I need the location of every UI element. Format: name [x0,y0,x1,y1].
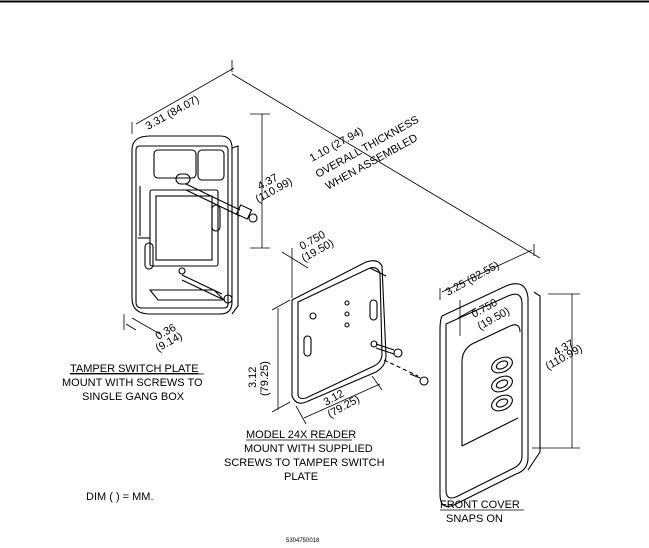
figure-number: 5304750018 [286,538,320,544]
plate-depth-dimension [123,314,161,335]
plate-width-label: 3.31 (84.07) [144,93,202,132]
reader-height-dimension [271,299,291,413]
reader-line2: MOUNT WITH SUPPLIED [244,443,373,455]
tamper-plate-line2: MOUNT WITH SCREWS TO [62,377,203,389]
reader-line3: SCREWS TO TAMPER SWITCH [224,457,385,469]
cover-width-dimension [439,244,535,300]
reader-title: MODEL 24X READER [246,429,356,441]
tamper-plate-line3: SINGLE GANG BOX [82,391,185,403]
plate-width-dimension [131,60,235,134]
reader-height-mm-label: (79.25) [259,361,271,396]
reader-width-dimension [295,375,383,425]
plate-height-dimension [250,113,270,249]
front-cover [439,283,541,507]
tamper-plate-title: TAMPER SWITCH PLATE [70,363,199,375]
front-cover-line2: SNAPS ON [446,513,503,525]
units-note: DIM ( ) = MM. [86,491,154,503]
reader-depth-dimension [281,248,309,298]
cover-depth-dimension [457,300,477,336]
model-24x-reader [291,260,429,404]
cover-height-dimension [532,293,580,449]
reader-line4: PLATE [284,471,318,483]
front-cover-title: FRONT COVER [440,499,520,511]
reader-height-in-label: 3.12 [247,367,259,388]
tamper-switch-plate [131,135,258,315]
overall-thickness-dimension [231,73,541,259]
